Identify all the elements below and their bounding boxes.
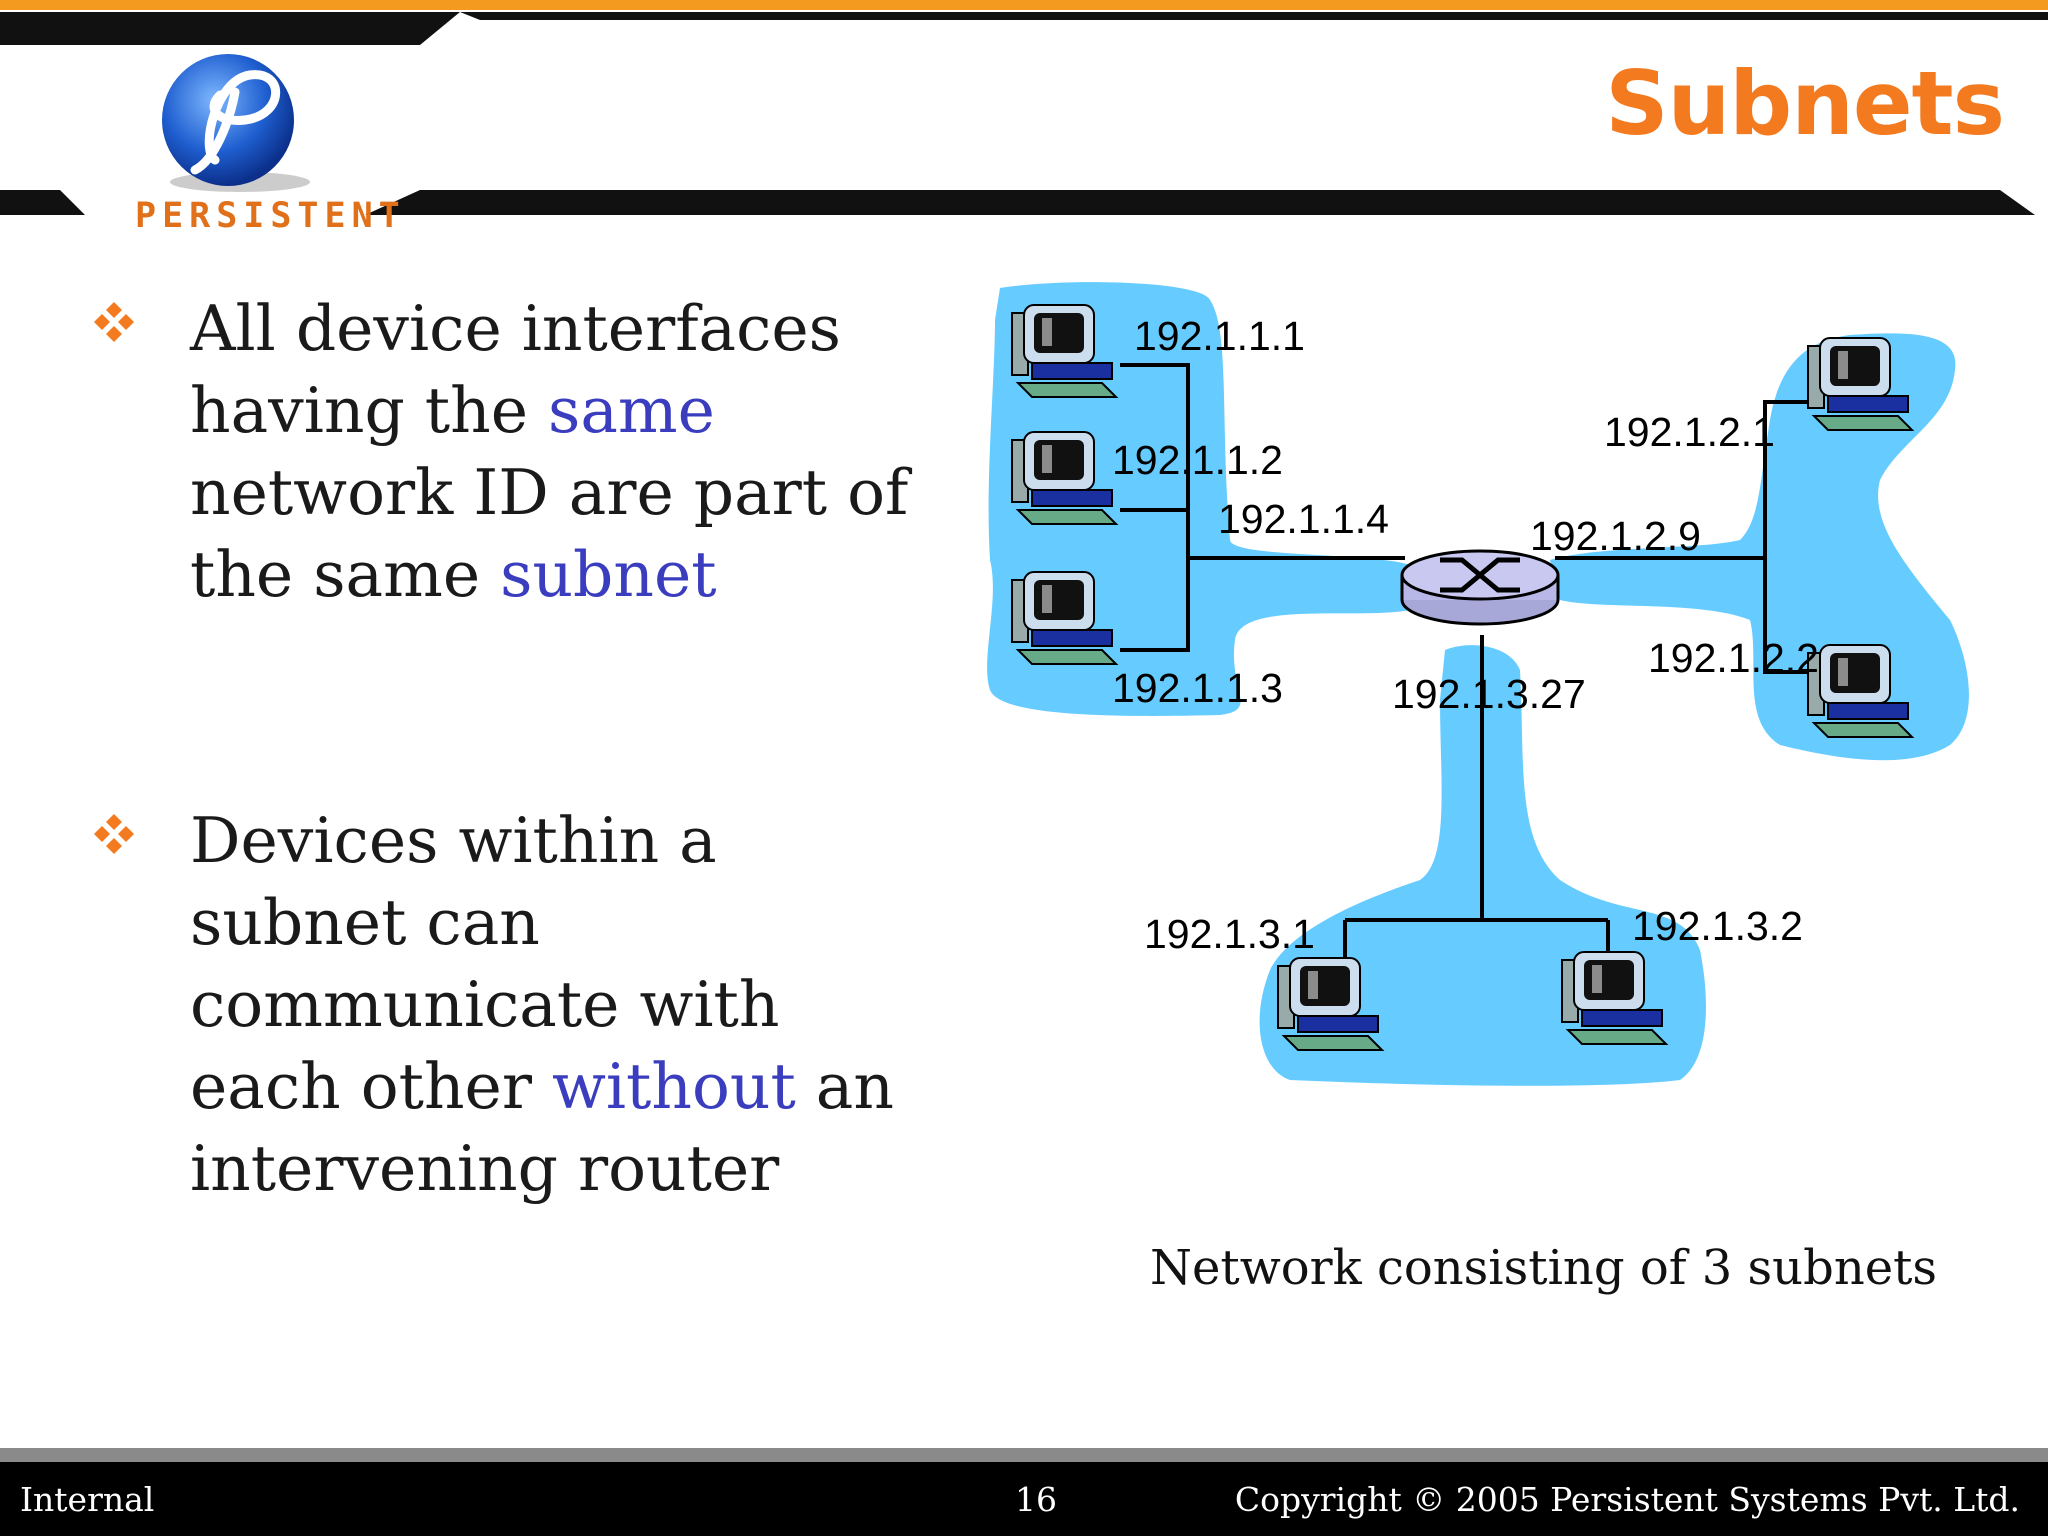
footer-copyright: Copyright © 2005 Persistent Systems Pvt.… xyxy=(1234,1480,2020,1519)
ip-label: 192.1.3.1 xyxy=(1144,911,1315,957)
bullet-text: an intervening router xyxy=(190,1050,894,1205)
logo-wordmark: PERSISTENT xyxy=(135,196,406,236)
bullet-same-subnet: All device interfaces having the same ne… xyxy=(190,288,950,616)
page-title: Subnets xyxy=(1605,52,2005,155)
router-icon xyxy=(1400,549,1560,626)
ip-label: 192.1.3.2 xyxy=(1632,903,1803,949)
ip-label: 192.1.2.2 xyxy=(1648,635,1819,681)
footer-classification: Internal xyxy=(20,1480,155,1519)
header-banner xyxy=(0,0,2048,215)
ip-label: 192.1.1.1 xyxy=(1134,313,1305,359)
bullet-text: Devices within a subnet can communicate … xyxy=(190,804,780,1123)
persistent-logo-icon xyxy=(162,54,310,192)
ip-label: 192.1.2.9 xyxy=(1530,513,1701,559)
subnet-1-links xyxy=(1120,363,1405,652)
ip-label: 192.1.2.1 xyxy=(1604,409,1775,455)
ip-label: 192.1.1.2 xyxy=(1112,437,1283,483)
bullet-communicate: Devices within a subnet can communicate … xyxy=(190,800,950,1210)
ip-label: 192.1.3.27 xyxy=(1392,671,1586,717)
subnet-2-links xyxy=(1555,400,1808,674)
page-number: 16 xyxy=(1015,1480,1057,1519)
highlight-text: without xyxy=(551,1050,796,1123)
highlight-text: same xyxy=(548,374,715,447)
ip-label: 192.1.1.3 xyxy=(1112,665,1283,711)
bullet-text: network ID are part of the same xyxy=(190,456,909,611)
diamond-bullet-icon xyxy=(94,302,134,342)
footer-divider xyxy=(0,1448,2048,1462)
bullet-text: All device interfaces having the xyxy=(190,292,841,447)
ip-label: 192.1.1.4 xyxy=(1218,496,1389,542)
network-diagram: 192.1.1.1 192.1.1.2 192.1.1.4 192.1.1.3 … xyxy=(987,282,1969,1086)
diamond-bullet-icon xyxy=(94,814,134,854)
diagram-caption: Network consisting of 3 subnets xyxy=(1150,1240,1938,1296)
footer: Internal 16 Copyright © 2005 Persistent … xyxy=(0,1462,2048,1536)
highlight-text: subnet xyxy=(500,538,717,611)
